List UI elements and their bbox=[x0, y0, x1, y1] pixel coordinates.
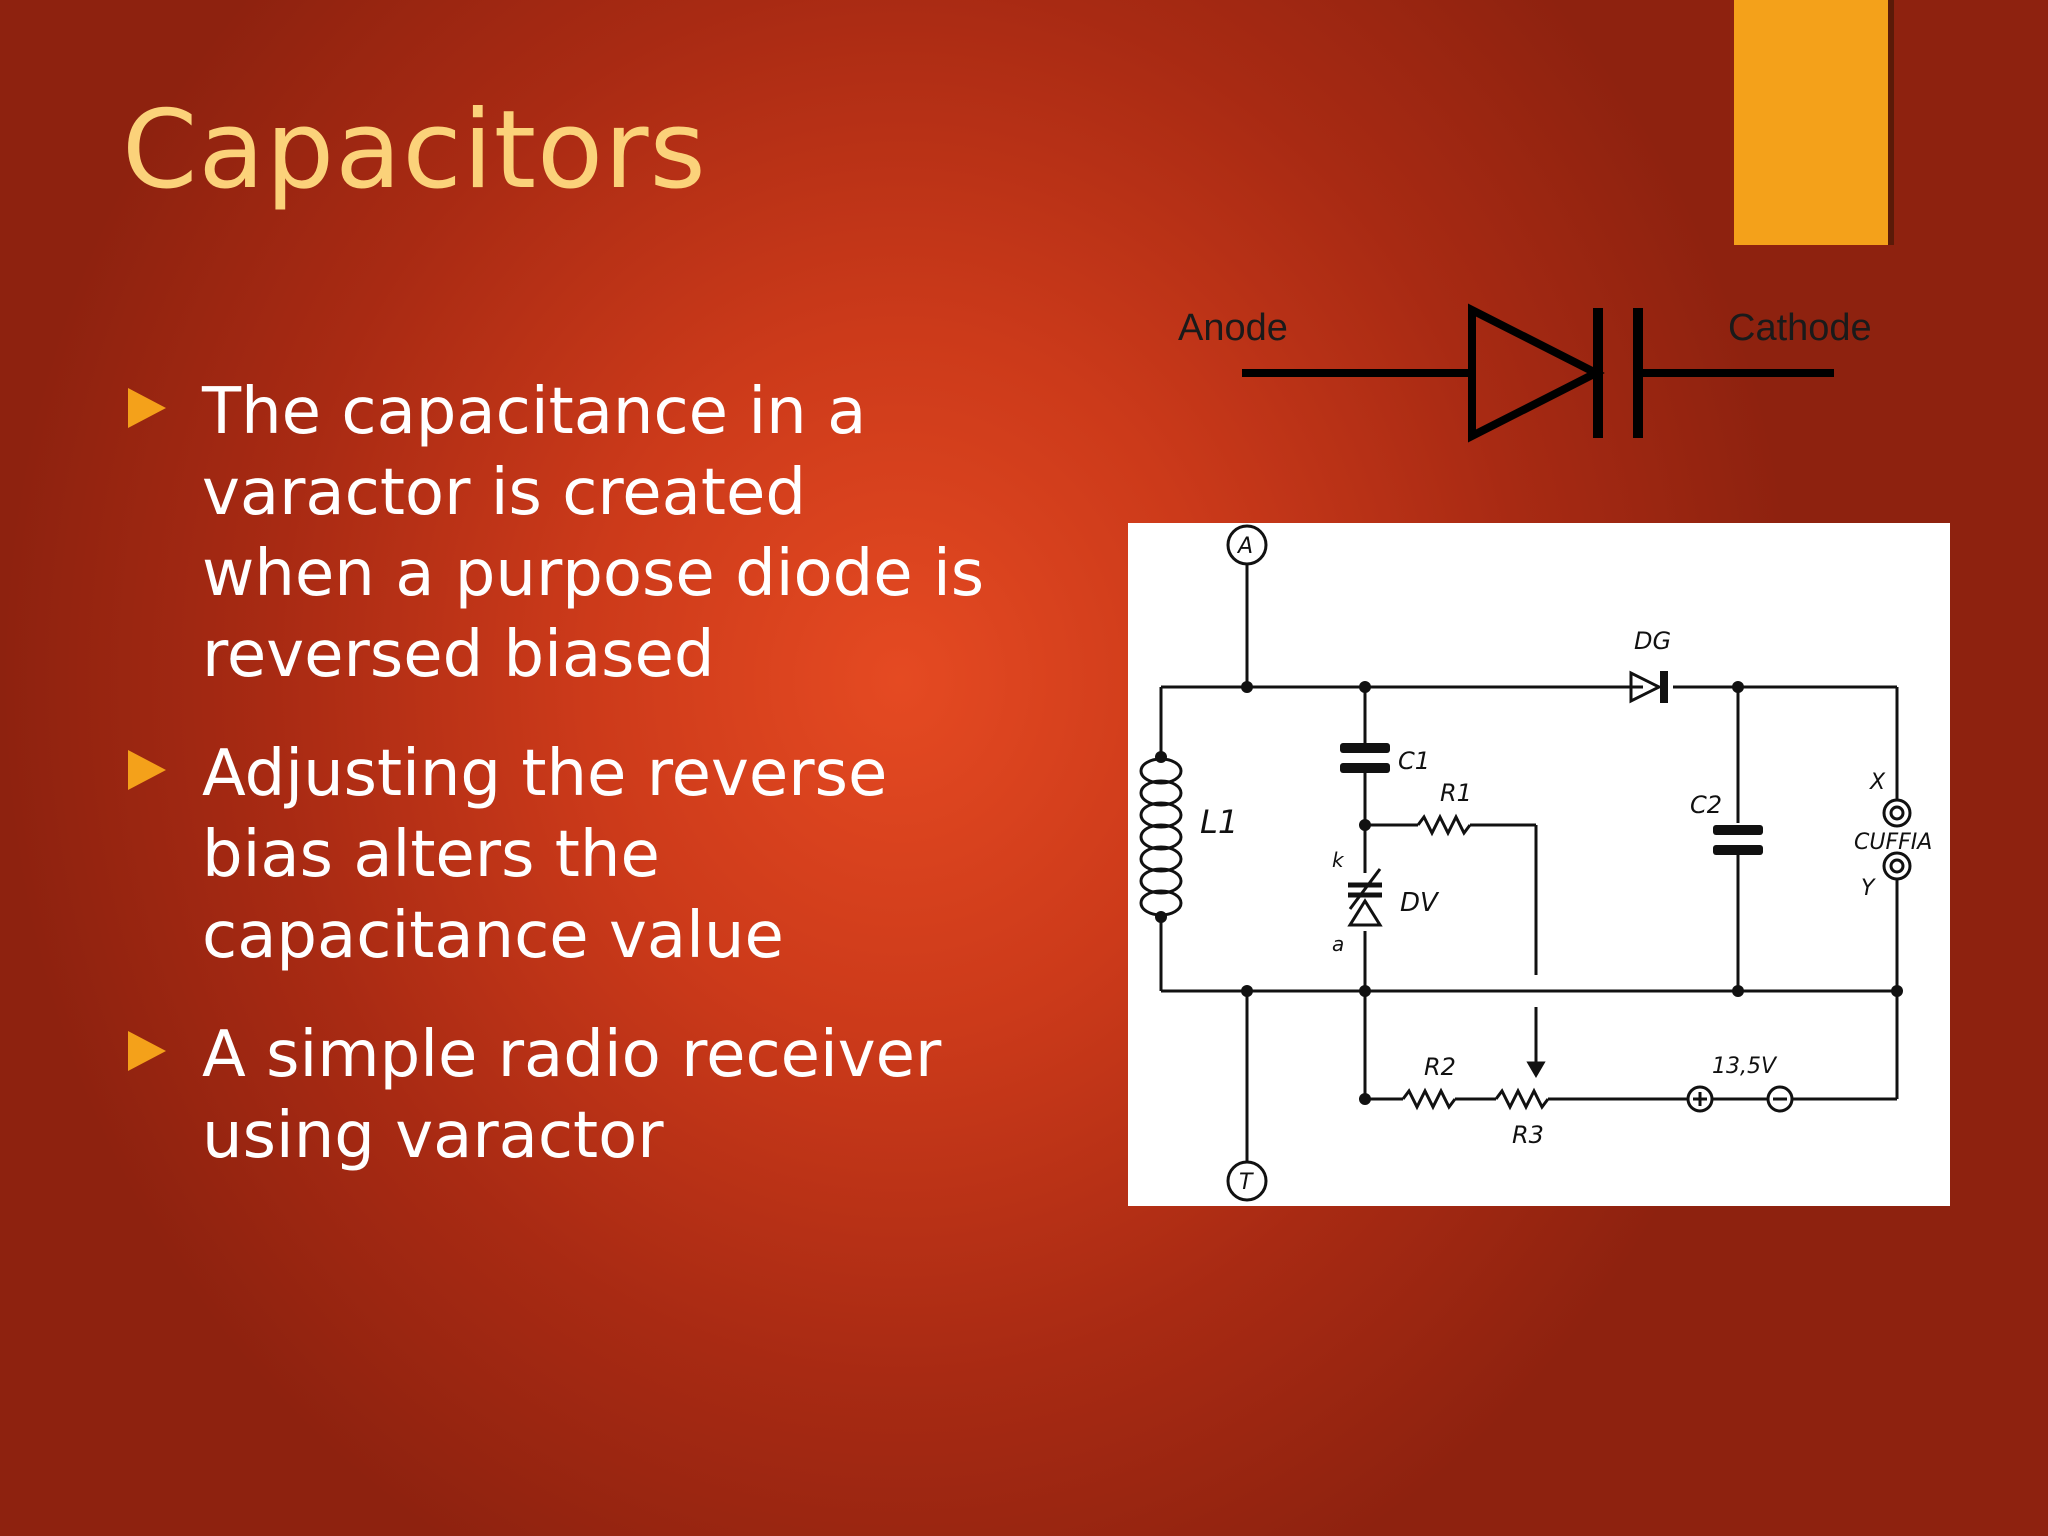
bullet-item: The capacitance in a varactor is created… bbox=[128, 372, 998, 696]
node-a-label: A bbox=[1236, 534, 1253, 559]
r2-label: R2 bbox=[1424, 1053, 1456, 1081]
circuit-diagram: A T L1 C1 R1 DV k a DG C2 X CUFFIA Y R2 … bbox=[1128, 523, 1950, 1206]
bullet-arrow-icon bbox=[128, 1031, 166, 1071]
bullet-text: Adjusting the reverse bias alters the ca… bbox=[202, 737, 888, 973]
junction-dot bbox=[1241, 985, 1253, 997]
terminal-y-label: Y bbox=[1861, 876, 1876, 901]
headphone-jack-x-inner bbox=[1889, 805, 1905, 821]
headphone-jack-y-inner bbox=[1889, 858, 1905, 874]
node-t-circle bbox=[1226, 1160, 1268, 1202]
c1-plate-bottom bbox=[1340, 763, 1390, 773]
anode-label: Anode bbox=[1178, 307, 1288, 349]
r2-zigzag bbox=[1401, 1087, 1457, 1111]
bullet-item: Adjusting the reverse bias alters the ca… bbox=[128, 734, 998, 977]
c2-plate-top bbox=[1713, 825, 1763, 835]
bullet-text: The capacitance in a varactor is created… bbox=[202, 375, 985, 692]
varactor-k-label: k bbox=[1332, 848, 1345, 872]
c1-plate-top bbox=[1340, 743, 1390, 753]
bullet-item: A simple radio receiver using varactor bbox=[128, 1015, 998, 1177]
dg-bar bbox=[1660, 671, 1668, 703]
r1-zigzag bbox=[1416, 813, 1472, 837]
junction-dot bbox=[1359, 985, 1371, 997]
r1-label: R1 bbox=[1440, 779, 1472, 807]
varactor-triangle bbox=[1347, 898, 1383, 927]
cathode-label: Cathode bbox=[1728, 307, 1872, 349]
dv-label: DV bbox=[1400, 888, 1440, 918]
dg-triangle bbox=[1629, 670, 1663, 704]
diode-triangle bbox=[1468, 303, 1605, 443]
headphone-label: CUFFIA bbox=[1854, 830, 1932, 855]
c2-label: C2 bbox=[1690, 791, 1722, 819]
circuit-schematic: A T L1 C1 R1 DV k a DG C2 X CUFFIA Y R2 … bbox=[1139, 524, 1932, 1202]
junction-dot bbox=[1359, 1093, 1371, 1105]
junction-dot bbox=[1241, 681, 1253, 693]
inductor-coil bbox=[1139, 757, 1183, 917]
varactor-arrow bbox=[1348, 868, 1382, 910]
inductor-label: L1 bbox=[1200, 803, 1238, 841]
terminal-x-label: X bbox=[1869, 770, 1886, 795]
varactor-symbol: Anode Cathode bbox=[1178, 303, 1872, 443]
dg-label: DG bbox=[1634, 627, 1671, 655]
bullet-arrow-icon bbox=[128, 750, 166, 790]
accent-bar bbox=[1734, 0, 1888, 245]
bullet-list: The capacitance in a varactor is created… bbox=[128, 372, 998, 1215]
bullet-text: A simple radio receiver using varactor bbox=[202, 1018, 942, 1173]
varactor-a-label: a bbox=[1332, 932, 1344, 956]
r3-label: R3 bbox=[1512, 1121, 1544, 1149]
node-a-circle bbox=[1226, 524, 1268, 566]
c2-plate-bottom bbox=[1713, 845, 1763, 855]
slide-title: Capacitors bbox=[122, 88, 707, 213]
headphone-jack-x bbox=[1882, 798, 1912, 828]
junction-dot bbox=[1359, 681, 1371, 693]
c1-label: C1 bbox=[1398, 747, 1430, 775]
wiper-arrow bbox=[1526, 1061, 1546, 1078]
junction-dot bbox=[1359, 819, 1371, 831]
junction-dot bbox=[1155, 751, 1167, 763]
junction-dot bbox=[1155, 911, 1167, 923]
junction-dot bbox=[1732, 681, 1744, 693]
battery-minus-terminal bbox=[1766, 1085, 1794, 1113]
junction-dot bbox=[1891, 985, 1903, 997]
node-t-label: T bbox=[1239, 1170, 1254, 1195]
junction-dot bbox=[1732, 985, 1744, 997]
bullet-arrow-icon bbox=[128, 388, 166, 428]
headphone-jack-y bbox=[1882, 851, 1912, 881]
battery-plus-terminal bbox=[1686, 1085, 1714, 1113]
voltage-label: 13,5V bbox=[1712, 1054, 1778, 1079]
r3-zigzag bbox=[1494, 1087, 1550, 1111]
